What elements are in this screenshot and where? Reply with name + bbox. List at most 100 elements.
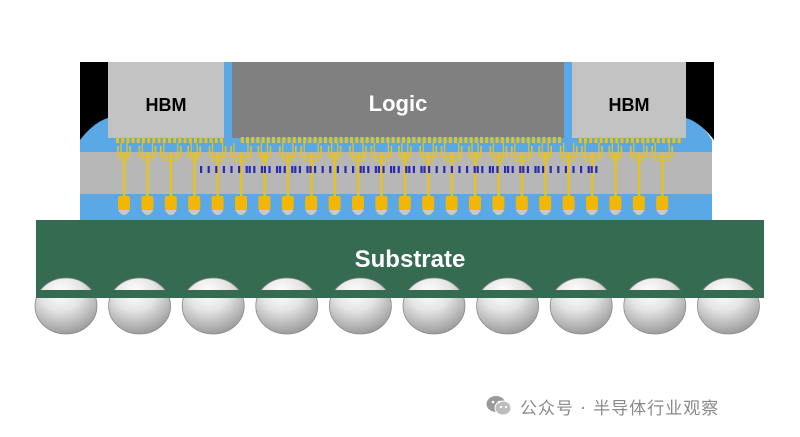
rdl-trace <box>541 143 549 161</box>
micro-bump <box>490 137 494 143</box>
tsv-dot <box>572 166 575 173</box>
tsv-dot <box>294 166 297 173</box>
tsv-dot <box>519 166 522 173</box>
micro-bump <box>162 137 166 143</box>
micro-bump <box>266 137 270 143</box>
tsv-dot <box>359 166 362 173</box>
tsv-dot <box>450 166 453 173</box>
micro-bump <box>651 137 655 143</box>
c4-bump-cap <box>515 210 528 215</box>
tsv-dot <box>473 166 476 173</box>
c4-bump-cap <box>375 210 388 215</box>
rdl-via <box>544 152 547 198</box>
tsv-dot <box>549 166 552 173</box>
rdl-trace <box>260 143 268 161</box>
c4-bump <box>492 196 505 210</box>
rdl-trace <box>630 146 648 157</box>
rdl-trace <box>163 143 179 161</box>
tsv-dot <box>466 166 469 173</box>
c4-bump <box>469 196 481 210</box>
micro-bump <box>287 137 291 143</box>
micro-bump <box>209 137 213 143</box>
hbm-left-label: HBM <box>146 95 187 115</box>
rdl-trace <box>611 143 619 161</box>
rdl-via <box>520 152 524 198</box>
hbm-right-die <box>572 62 686 138</box>
micro-bump <box>199 137 203 143</box>
micro-bump <box>454 137 457 143</box>
micro-bump <box>157 137 161 143</box>
micro-bump <box>147 137 151 143</box>
underfill-gap-right <box>564 62 572 138</box>
micro-bump <box>667 137 671 143</box>
micro-bump <box>214 137 218 143</box>
rdl-via <box>637 152 641 198</box>
tsv-dot <box>408 166 411 173</box>
micro-bump <box>313 137 317 143</box>
rdl-trace <box>559 146 578 157</box>
rdl-trace <box>300 146 322 157</box>
micro-bump <box>194 137 197 143</box>
rdl-via <box>123 152 126 198</box>
rdl-trace <box>492 143 504 161</box>
tsv-dot <box>587 166 590 173</box>
micro-bump <box>547 137 551 143</box>
micro-bump <box>500 137 504 143</box>
tsv-dot <box>248 166 251 173</box>
tsv-dot <box>200 166 203 173</box>
rdl-via <box>357 152 360 198</box>
micro-bump <box>204 137 208 143</box>
wechat-logo-icon <box>486 396 512 416</box>
c4-bump <box>375 196 388 210</box>
tsv-dot <box>279 166 282 173</box>
micro-bump <box>355 137 359 143</box>
tsv-dot <box>405 166 408 173</box>
tsv-dot <box>298 166 301 173</box>
tsv-dot <box>374 166 377 173</box>
c4-bump-cap <box>211 210 224 215</box>
rdl-trace <box>349 146 367 157</box>
micro-bump <box>630 137 634 143</box>
micro-bump <box>677 137 681 143</box>
micro-bump <box>188 137 192 143</box>
c4-bump-cap <box>632 210 645 215</box>
substrate-bottom-edge <box>36 290 764 298</box>
c4-bump-cap <box>469 210 481 215</box>
micro-bump <box>344 137 348 143</box>
micro-bump <box>464 137 468 143</box>
rdl-trace <box>514 143 530 161</box>
c4-bump <box>281 196 294 210</box>
tsv-dot <box>276 166 279 173</box>
micro-bump <box>433 137 437 143</box>
tsv-dot <box>507 166 510 173</box>
tsv-dot <box>336 166 339 173</box>
micro-bump <box>303 137 307 143</box>
c4-bump-cap <box>609 210 622 215</box>
tsv-dot <box>260 166 263 173</box>
micro-bump <box>428 137 431 143</box>
micro-bump <box>480 137 483 143</box>
rdl-trace <box>511 146 533 157</box>
rdl-via <box>286 152 290 198</box>
c4-bump <box>398 196 411 210</box>
tsv-dot <box>526 166 529 173</box>
tsv-array <box>200 166 598 173</box>
c4-bump-cap <box>305 210 318 215</box>
c4-bump <box>632 196 645 210</box>
rdl-via <box>240 152 243 198</box>
tsv-dot <box>435 166 438 173</box>
micro-bump <box>282 137 286 143</box>
rdl-trace <box>327 146 342 157</box>
rdl-trace <box>651 146 673 157</box>
solder-ball <box>402 277 466 335</box>
logic-label: Logic <box>369 91 428 116</box>
rdl-trace <box>279 146 297 157</box>
rdl-trace <box>373 143 389 161</box>
c4-bump <box>305 196 318 210</box>
tsv-dot <box>314 166 317 173</box>
micro-bump <box>396 137 400 143</box>
tsv-dot <box>215 166 218 173</box>
micro-bump <box>620 137 624 143</box>
micro-bump <box>168 137 171 143</box>
